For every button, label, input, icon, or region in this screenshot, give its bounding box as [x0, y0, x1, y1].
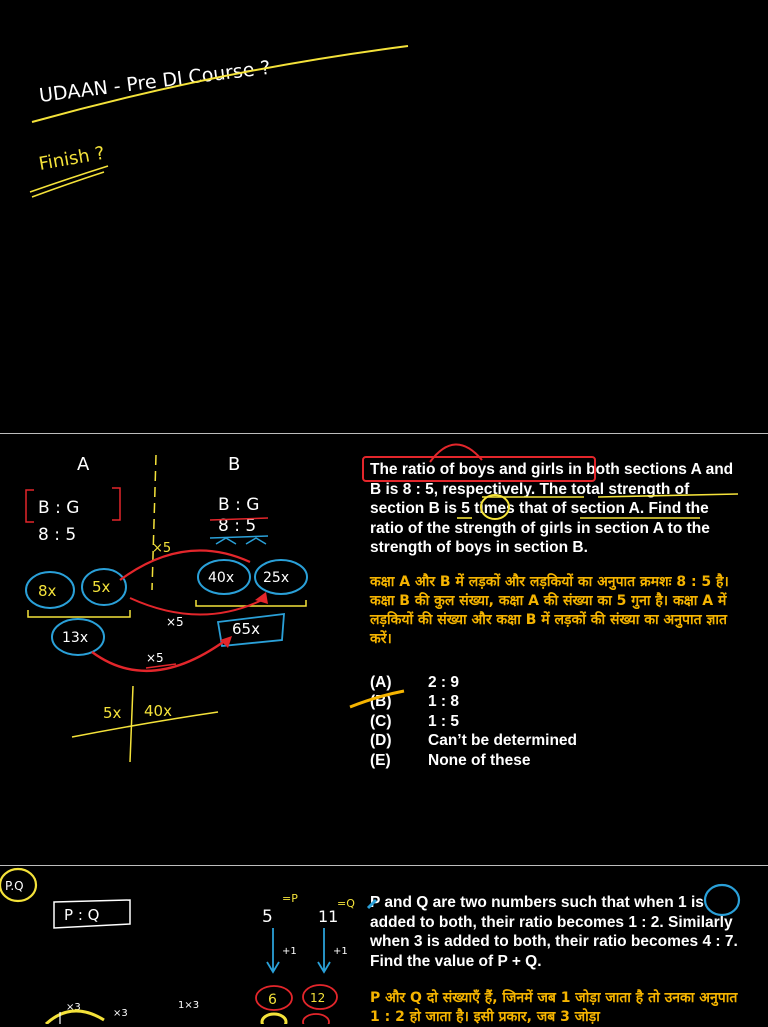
section-divider-2 [0, 865, 768, 866]
option-d[interactable]: (D)Can’t be determined [370, 732, 577, 750]
question2-english: P and Q are two numbers such that when 1… [370, 894, 738, 970]
value-five: 5 [262, 907, 273, 927]
label-section-b: B [228, 454, 240, 475]
box-65x: 65x [232, 620, 260, 638]
question-tag: P.Q [5, 879, 24, 893]
label-equals-p: =P [282, 892, 298, 905]
answer-right: 40x [144, 702, 172, 720]
value-eleven: 11 [318, 907, 338, 926]
circle-25x: 25x [263, 570, 289, 586]
label-section-a: A [77, 454, 90, 475]
finish-note: Finish ? [37, 143, 106, 175]
course-title: UDAAN - Pre DI Course ? [38, 57, 272, 107]
option-b[interactable]: (B)1 : 8 [370, 693, 460, 711]
label-equals-q: =Q [337, 897, 355, 910]
times-three-b: ×3 [113, 1008, 128, 1019]
value-twelve: 12 [310, 991, 325, 1005]
circle-5x: 5x [92, 578, 111, 596]
ratio-values-b: 8 : 5 [218, 516, 256, 536]
answer-left: 5x [103, 704, 122, 722]
question1-options: (A)2 : 9 (B)1 : 8 (C)1 : 5 (D)Can’t be d… [370, 673, 577, 771]
ratio-header-b: B : G [218, 495, 259, 515]
circle-40x: 40x [208, 570, 234, 586]
value-six: 6 [268, 992, 277, 1008]
multiplier-bottom: ×5 [146, 651, 164, 665]
option-c[interactable]: (C)1 : 5 [370, 712, 460, 730]
circle-8x: 8x [38, 582, 57, 600]
plus-one-right: +1 [333, 946, 348, 957]
plus-one-left: +1 [282, 946, 297, 957]
option-e[interactable]: (E)None of these [370, 751, 531, 769]
circle-13x: 13x [62, 630, 88, 646]
ratio-header-a: B : G [38, 498, 79, 518]
box-p-q: P : Q [64, 906, 99, 924]
option-a[interactable]: (A)2 : 9 [370, 673, 460, 691]
times-three-c: 1×3 [178, 1000, 199, 1011]
multiplier-mid: ×5 [166, 615, 184, 629]
multiplier-top: ×5 [152, 541, 171, 556]
question2-hindi: P और Q दो संख्याएँ हैं, जिनमें जब 1 जोड़… [370, 990, 738, 1025]
question1-english: The ratio of boys and girls in both sect… [370, 461, 734, 556]
section-divider-1 [0, 433, 768, 434]
times-three-a: ×3 [66, 1002, 81, 1013]
question1-hindi: कक्षा A और B में लड़कों और लड़कियों का अ… [370, 574, 729, 647]
ratio-values-a: 8 : 5 [38, 525, 76, 545]
